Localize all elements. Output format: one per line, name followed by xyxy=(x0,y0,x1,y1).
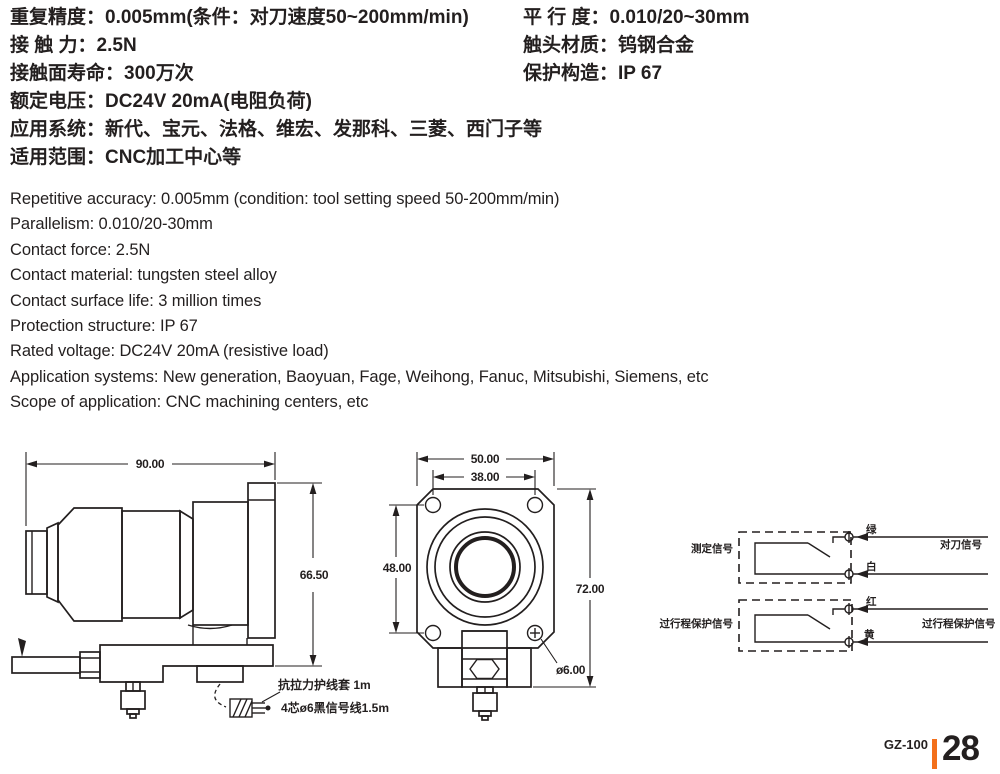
tool-setting-signal-label: 对刀信号 xyxy=(940,538,982,551)
technical-drawings: 90.00 66.50 xyxy=(11,452,996,721)
spec-line-en: Application systems: New generation, Bao… xyxy=(10,367,709,386)
side-dim-length: 90.00 xyxy=(136,457,165,471)
specs-chinese-right: 平 行 度：0.010/20~30mm 触头材质：钨钢合金 保护构造：IP 67 xyxy=(523,4,750,88)
front-dim-hole-span-v: 48.00 xyxy=(383,561,412,575)
wire-green-label: 绿 xyxy=(866,523,877,536)
front-dim-width: 50.00 xyxy=(471,452,500,466)
wire-yellow-label: 黄 xyxy=(864,628,875,641)
spec-line-en: Contact surface life: 3 million times xyxy=(10,291,262,310)
spec-line: 保护构造：IP 67 xyxy=(523,63,663,84)
overtravel-signal-label-left: 过行程保护信号 xyxy=(660,617,734,630)
accent-divider xyxy=(932,739,937,769)
page-number: 28 xyxy=(942,729,980,768)
spec-line: 重复精度：0.005mm(条件：对刀速度50~200mm/min) xyxy=(10,7,469,28)
spec-line-en: Repetitive accuracy: 0.005mm (condition:… xyxy=(10,190,560,208)
measure-signal-label: 测定信号 xyxy=(691,542,733,555)
side-dim-height: 66.50 xyxy=(300,568,329,582)
spec-line-en: Protection structure: IP 67 xyxy=(10,317,198,336)
spec-line: 接触面寿命：300万次 xyxy=(10,63,194,84)
spec-line: 接 触 力：2.5N xyxy=(10,35,137,56)
spec-line: 适用范围：CNC加工中心等 xyxy=(10,147,242,168)
side-view-drawing: 90.00 66.50 xyxy=(11,452,389,719)
front-view-drawing: 50.00 38.00 xyxy=(383,452,605,721)
wire-white-label: 白 xyxy=(866,560,877,573)
front-dim-hole-span-h: 38.00 xyxy=(471,470,500,484)
front-dim-hole-dia: ø6.00 xyxy=(556,663,586,677)
wire-red-label: 红 xyxy=(866,595,877,608)
spec-line-en: Contact force: 2.5N xyxy=(10,240,151,259)
specs-chinese-left: 重复精度：0.005mm(条件：对刀速度50~200mm/min) 接 触 力：… xyxy=(10,4,542,172)
side-label-cable: 4芯ø6黑信号线1.5m xyxy=(281,700,389,715)
spec-line-en: Parallelism: 0.010/20-30mm xyxy=(10,215,213,234)
spec-line: 触头材质：钨钢合金 xyxy=(523,35,695,56)
spec-line: 额定电压：DC24V 20mA(电阻负荷) xyxy=(10,91,312,112)
spec-line-en: Rated voltage: DC24V 20mA (resistive loa… xyxy=(10,342,329,361)
side-label-sleeve: 抗拉力护线套 1m xyxy=(278,677,371,692)
spec-line: 平 行 度：0.010/20~30mm xyxy=(523,7,750,28)
specs-english: Repetitive accuracy: 0.005mm (condition:… xyxy=(10,187,709,416)
model-number: GZ-100 xyxy=(883,737,928,752)
overtravel-signal-label-right: 过行程保护信号 xyxy=(922,617,996,630)
spec-line: 应用系统：新代、宝元、法格、维宏、发那科、三菱、西门子等 xyxy=(10,119,543,140)
spec-line-en: Contact material: tungsten steel alloy xyxy=(10,266,277,285)
spec-line-en: Scope of application: CNC machining cent… xyxy=(10,393,369,412)
wiring-diagram: 绿 白 测定信号 对刀信号 红 黄 过行程保护信号 过行程保护信号 xyxy=(660,523,996,652)
front-dim-total-height: 72.00 xyxy=(576,582,605,596)
